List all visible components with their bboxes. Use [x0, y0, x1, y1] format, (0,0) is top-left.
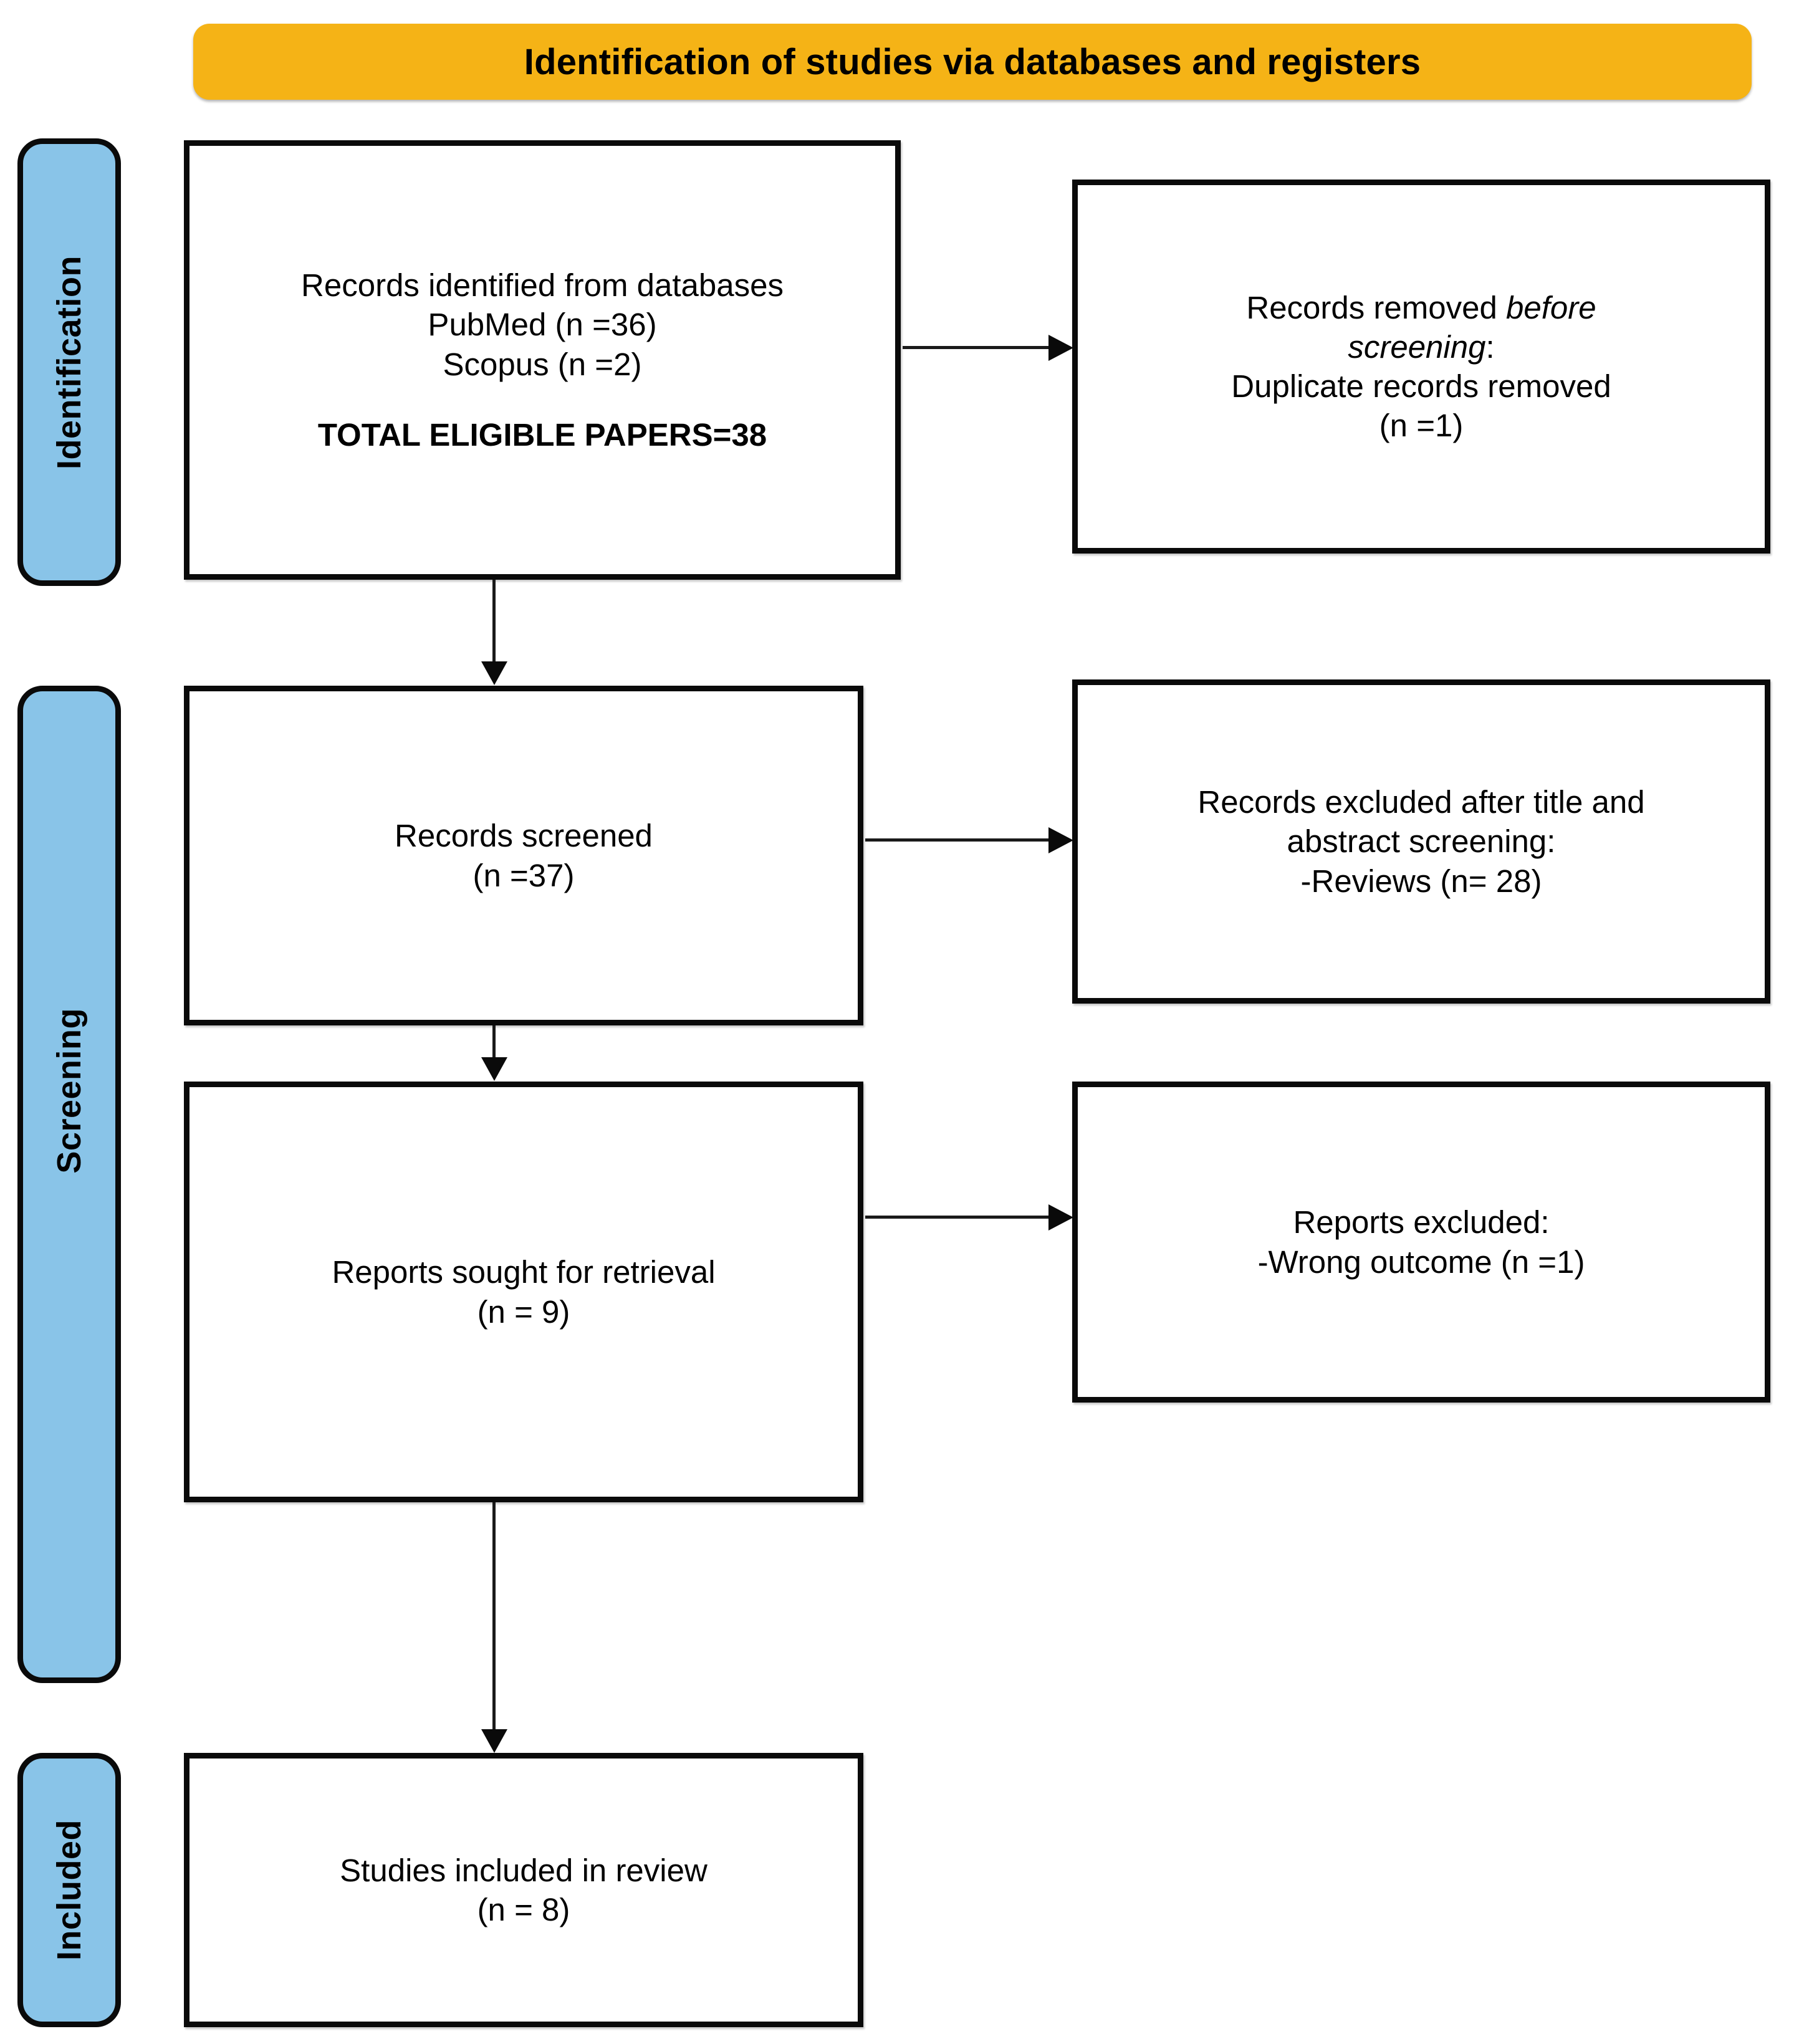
records-screened-count: (n =37): [473, 857, 575, 893]
stage-label-included: Included: [17, 1753, 121, 2027]
arrow-sought-to-reports-excluded: [865, 1216, 1051, 1219]
arrow-identified-to-screened: [492, 580, 496, 664]
node-records-excluded-title-abstract: Records excluded after title and abstrac…: [1072, 679, 1770, 1004]
text-spacer: [301, 384, 784, 415]
node-records-identified-text: Records identified from databases PubMed…: [286, 266, 799, 454]
records-screened-line1: Records screened: [395, 818, 653, 854]
node-reports-excluded: Reports excluded: -Wrong outcome (n =1): [1072, 1082, 1770, 1403]
diagram-title: Identification of studies via databases …: [524, 41, 1421, 82]
records-identified-total: TOTAL ELIGIBLE PAPERS=38: [317, 416, 767, 453]
arrow-identified-to-removed: [903, 346, 1051, 349]
records-identified-scopus: Scopus (n =2): [443, 346, 642, 382]
node-records-screened: Records screened (n =37): [184, 686, 863, 1025]
records-removed-line1-prefix: Records removed: [1246, 289, 1507, 325]
records-excluded-line1: Records excluded after title and: [1197, 784, 1645, 820]
node-studies-included: Studies included in review (n = 8): [184, 1753, 863, 2027]
node-records-removed-text: Records removed before screening: Duplic…: [1216, 288, 1626, 446]
records-removed-before-italic: before: [1506, 289, 1596, 325]
records-removed-screening-italic: screening: [1348, 329, 1486, 365]
arrow-screened-to-sought: [492, 1025, 496, 1060]
records-identified-line1: Records identified from databases: [301, 267, 784, 304]
stage-screening-text: Screening: [50, 1008, 88, 1174]
studies-included-line1: Studies included in review: [340, 1852, 708, 1888]
records-removed-line3: Duplicate records removed: [1231, 368, 1611, 404]
records-removed-colon: :: [1485, 329, 1495, 365]
stage-label-identification: Identification: [17, 138, 121, 586]
stage-included-text: Included: [50, 1819, 88, 1960]
arrow-screened-to-excluded: [865, 838, 1051, 842]
node-records-identified: Records identified from databases PubMed…: [184, 140, 901, 580]
node-records-screened-text: Records screened (n =37): [380, 816, 668, 895]
diagram-title-banner: Identification of studies via databases …: [193, 24, 1752, 100]
reports-excluded-wrong-outcome: -Wrong outcome (n =1): [1257, 1244, 1585, 1280]
records-removed-count: (n =1): [1379, 408, 1464, 444]
node-studies-included-text: Studies included in review (n = 8): [325, 1851, 722, 1929]
stage-label-screening: Screening: [17, 686, 121, 1683]
records-excluded-reviews: -Reviews (n= 28): [1300, 863, 1542, 899]
node-records-removed: Records removed before screening: Duplic…: [1072, 180, 1770, 554]
node-reports-sought: Reports sought for retrieval (n = 9): [184, 1082, 863, 1502]
records-identified-pubmed: PubMed (n =36): [428, 307, 657, 343]
stage-identification-text: Identification: [50, 255, 88, 469]
studies-included-count: (n = 8): [477, 1892, 570, 1927]
reports-sought-line1: Reports sought for retrieval: [332, 1254, 716, 1290]
node-reports-sought-text: Reports sought for retrieval (n = 9): [317, 1252, 730, 1331]
node-reports-excluded-text: Reports excluded: -Wrong outcome (n =1): [1243, 1202, 1600, 1281]
reports-sought-count: (n = 9): [477, 1293, 570, 1330]
node-records-excluded-title-abstract-text: Records excluded after title and abstrac…: [1183, 782, 1659, 901]
records-excluded-line2: abstract screening:: [1287, 823, 1556, 860]
reports-excluded-line1: Reports excluded:: [1293, 1204, 1550, 1240]
arrow-sought-to-included: [492, 1502, 496, 1732]
